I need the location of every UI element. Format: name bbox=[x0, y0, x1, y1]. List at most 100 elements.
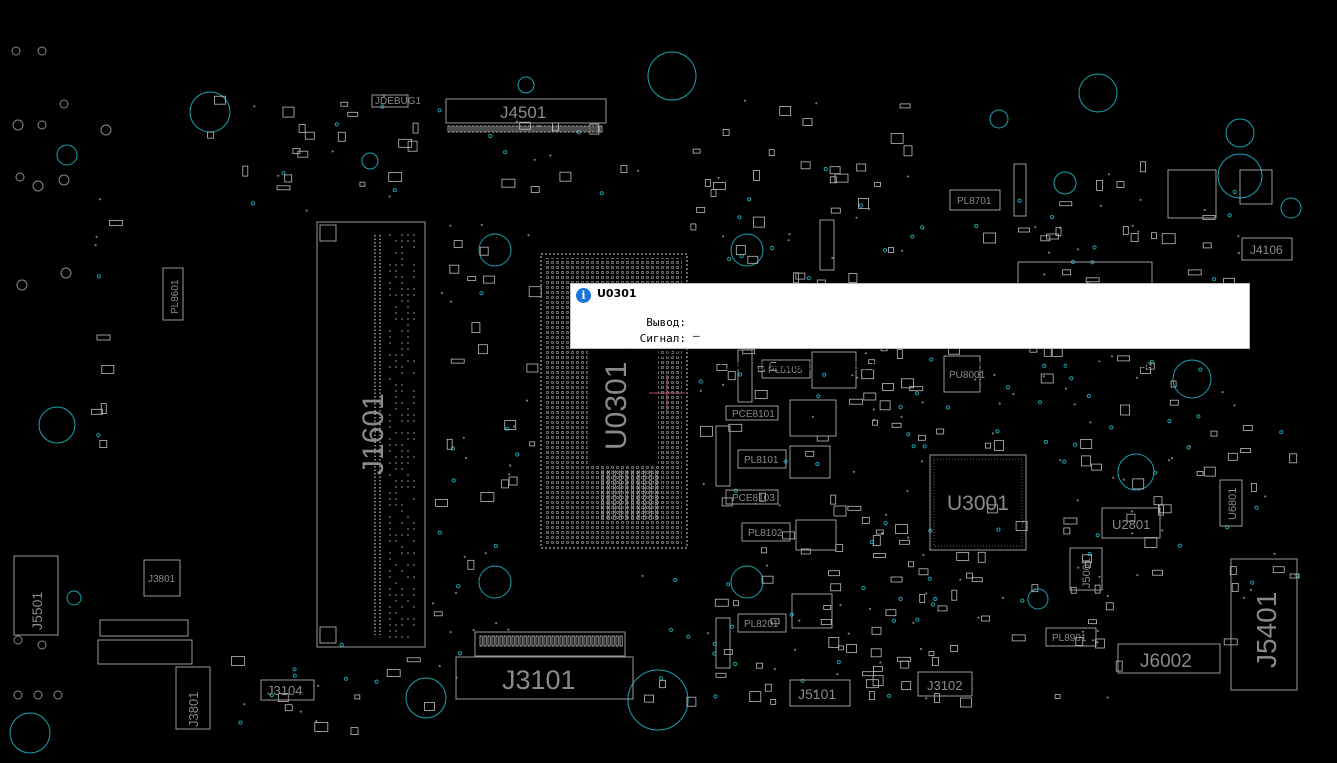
via bbox=[668, 627, 674, 632]
tooltip-row-signal: Сигнал: — bbox=[571, 319, 1251, 371]
component-pl8101[interactable]: PL8101 bbox=[737, 449, 787, 469]
component-pce8103[interactable]: PCE8103 bbox=[725, 489, 779, 505]
component-pl8701[interactable]: PL8701 bbox=[949, 189, 1001, 211]
test-point bbox=[1139, 198, 1142, 201]
smd-pad bbox=[1130, 233, 1139, 243]
component-j4501[interactable]: J4501 bbox=[445, 98, 607, 124]
test-point bbox=[1091, 639, 1095, 642]
mounting-hole bbox=[1280, 197, 1302, 219]
connector-pin bbox=[531, 635, 535, 647]
via bbox=[815, 461, 820, 467]
edge-ring bbox=[37, 120, 47, 130]
connector-pin bbox=[455, 125, 459, 133]
smd-pad bbox=[903, 145, 913, 157]
pin-dot bbox=[407, 516, 409, 518]
via bbox=[915, 617, 920, 622]
component-j3104[interactable]: J3104 bbox=[260, 679, 315, 701]
pin-dot bbox=[395, 486, 397, 488]
test-point bbox=[702, 482, 705, 485]
component-j3801-small[interactable]: J3801 bbox=[143, 559, 181, 597]
component-j6002[interactable]: J6002 bbox=[1117, 643, 1221, 674]
via bbox=[733, 661, 738, 667]
smd-pad bbox=[869, 691, 875, 700]
smd-pad bbox=[504, 420, 517, 431]
smd-pad bbox=[816, 435, 829, 442]
component-pl8105[interactable]: PL8105 bbox=[761, 359, 811, 379]
component-j5001[interactable]: J5001 bbox=[1069, 547, 1103, 591]
test-point bbox=[277, 174, 280, 177]
smd-pad bbox=[895, 524, 908, 534]
connector-pin bbox=[615, 635, 619, 647]
smd-pad bbox=[971, 577, 983, 583]
pin-dot bbox=[395, 312, 397, 314]
info-icon: i bbox=[576, 288, 591, 303]
pin-dot bbox=[413, 360, 415, 362]
component-j3801[interactable]: J3801 bbox=[175, 666, 211, 730]
test-point bbox=[495, 622, 498, 625]
pin-dot bbox=[389, 342, 391, 344]
tooltip-key: Информация: bbox=[613, 347, 686, 360]
svg-text:PL8701: PL8701 bbox=[957, 196, 992, 207]
component-pl8601[interactable]: PL8601 bbox=[162, 267, 184, 321]
smd-pad bbox=[863, 392, 877, 401]
via bbox=[822, 372, 827, 377]
smd-pad bbox=[770, 699, 777, 705]
svg-text:J5501: J5501 bbox=[29, 592, 45, 630]
test-point bbox=[851, 374, 854, 377]
connector-pin bbox=[591, 635, 595, 647]
pin-dot bbox=[407, 420, 409, 422]
pin-dot bbox=[401, 432, 403, 434]
component-pu8001[interactable]: PU8001 bbox=[943, 355, 986, 393]
component-pl8901[interactable]: PL8901 bbox=[1045, 627, 1097, 647]
pin-dot bbox=[407, 636, 409, 638]
pin-dot bbox=[395, 600, 397, 602]
pin-dot bbox=[407, 432, 409, 434]
component-u3001[interactable]: U3001 bbox=[929, 454, 1027, 551]
component-j3102[interactable]: J3102 bbox=[917, 671, 973, 697]
component-u2801[interactable]: U2801 bbox=[1101, 507, 1161, 539]
pin-dot bbox=[389, 270, 391, 272]
component-j4106[interactable]: J4106 bbox=[1241, 237, 1293, 261]
component-pl8201[interactable]: PL8201 bbox=[737, 613, 787, 633]
smd-pad bbox=[91, 408, 103, 415]
component-j5101[interactable]: J5101 bbox=[789, 679, 851, 707]
mounting-hole bbox=[66, 590, 82, 606]
smd-pad bbox=[847, 505, 862, 511]
mounting-hole bbox=[1117, 453, 1155, 491]
test-point bbox=[1107, 173, 1110, 176]
connector-pin bbox=[535, 635, 539, 647]
pin-dot bbox=[401, 606, 403, 608]
smd-pad bbox=[1202, 242, 1212, 249]
component-j3101[interactable]: J3101 bbox=[455, 631, 634, 700]
pin-dot bbox=[395, 468, 397, 470]
component-pl8102[interactable]: PL8102 bbox=[741, 522, 791, 542]
connector-pin bbox=[499, 635, 503, 647]
component-pce8101[interactable]: PCE8101 bbox=[725, 405, 779, 421]
component-jdebug1[interactable]: JDEBUG1 bbox=[371, 94, 422, 108]
connector-pin bbox=[507, 125, 511, 133]
pin-dot bbox=[407, 318, 409, 320]
component-j1601[interactable]: J1601 bbox=[316, 221, 426, 648]
component-u6801[interactable]: U6801 bbox=[1219, 479, 1243, 527]
component-j5501[interactable]: J5501 bbox=[13, 555, 59, 636]
test-point bbox=[1237, 235, 1240, 238]
pin-dot bbox=[401, 354, 403, 356]
test-point bbox=[1131, 224, 1134, 227]
mounting-hole bbox=[1078, 73, 1118, 113]
test-point bbox=[1098, 360, 1101, 363]
pin-dot bbox=[395, 264, 397, 266]
mounting-hole bbox=[1225, 118, 1255, 148]
connector-pin bbox=[559, 125, 563, 133]
test-point bbox=[815, 102, 818, 105]
pin-dot bbox=[401, 300, 403, 302]
pin-dot bbox=[407, 576, 409, 578]
via bbox=[1062, 459, 1067, 464]
smd-pad bbox=[501, 178, 516, 188]
svg-text:J3101: J3101 bbox=[502, 665, 576, 695]
smd-pad bbox=[1085, 277, 1100, 283]
tooltip-key: Сигнал: bbox=[639, 332, 686, 345]
smd-pad bbox=[1145, 362, 1155, 370]
pin-dot bbox=[395, 480, 397, 482]
component-j5401[interactable]: J5401 bbox=[1230, 558, 1298, 691]
connector-pin bbox=[555, 125, 559, 133]
